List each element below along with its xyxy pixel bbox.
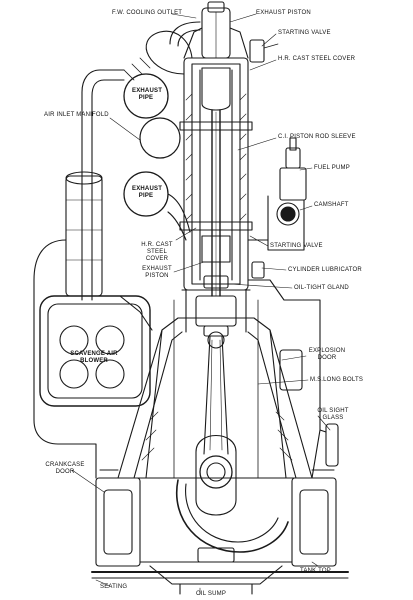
- leader-lines: [71, 13, 331, 595]
- label-tank-top: TANK TOP: [300, 568, 331, 574]
- label-air-inlet-manifold: AIR INLET MANIFOLD: [44, 112, 109, 118]
- label-oil-sump: OIL SUMP: [196, 591, 227, 597]
- label-oil-sight-glass: OIL SIGHT GLASS: [317, 408, 349, 421]
- label-ci-piston-rod-sleeve: C.I. PISTON ROD SLEEVE: [278, 134, 356, 140]
- label-ms-long-bolts: M.S.LONG BOLTS: [310, 377, 364, 383]
- crankshaft: [175, 434, 289, 563]
- label-exhaust-pipe-lower: EXHAUST PIPE: [132, 186, 163, 199]
- label-camshaft: CAMSHAFT: [314, 202, 349, 208]
- exhaust-pipes: [123, 30, 193, 241]
- cylinder-column: [179, 57, 253, 297]
- label-crankcase-door: CRANKCASE DOOR: [45, 462, 85, 475]
- fuel-pump-camshaft: [247, 137, 307, 251]
- connecting-rod: [203, 325, 229, 455]
- label-fw-cooling-outlet: F.W. COOLING OUTLET: [112, 10, 183, 16]
- top-exhaust-assembly: [183, 1, 279, 63]
- label-starting-valve-top: STARTING VALVE: [278, 30, 331, 36]
- crankcase-frame: [99, 299, 335, 479]
- label-explosion-door: EXPLOSION DOOR: [308, 348, 346, 361]
- label-fuel-pump: FUEL PUMP: [314, 165, 350, 171]
- label-exhaust-piston-top: EXHAUST PISTON: [256, 10, 311, 16]
- label-seating: SEATING: [100, 584, 128, 590]
- base-seating: [91, 477, 349, 595]
- label-hr-cast-steel-cover-top: H.R. CAST STEEL COVER: [278, 56, 356, 62]
- cooling-outlet-pipe: [169, 21, 201, 47]
- label-starting-valve-low: STARTING VALVE: [270, 243, 323, 249]
- crosshead: [181, 289, 251, 333]
- label-exhaust-pipe-upper: EXHAUST PIPE: [132, 88, 163, 101]
- label-hr-cast-steel-cover-low: H.R. CAST STEEL COVER: [141, 242, 173, 262]
- label-oil-tight-gland: OIL-TIGHT GLAND: [294, 285, 349, 291]
- scavenge-air-blower: [39, 295, 151, 407]
- label-exhaust-piston-low: EXHAUST PISTON: [142, 266, 172, 279]
- label-cylinder-lubricator: CYLINDER LUBRICATOR: [288, 267, 362, 273]
- right-side-gear: [247, 261, 339, 479]
- air-trunk: [65, 69, 125, 301]
- label-scavenge-air-blower: SCAVENGE AIR BLOWER: [70, 351, 118, 364]
